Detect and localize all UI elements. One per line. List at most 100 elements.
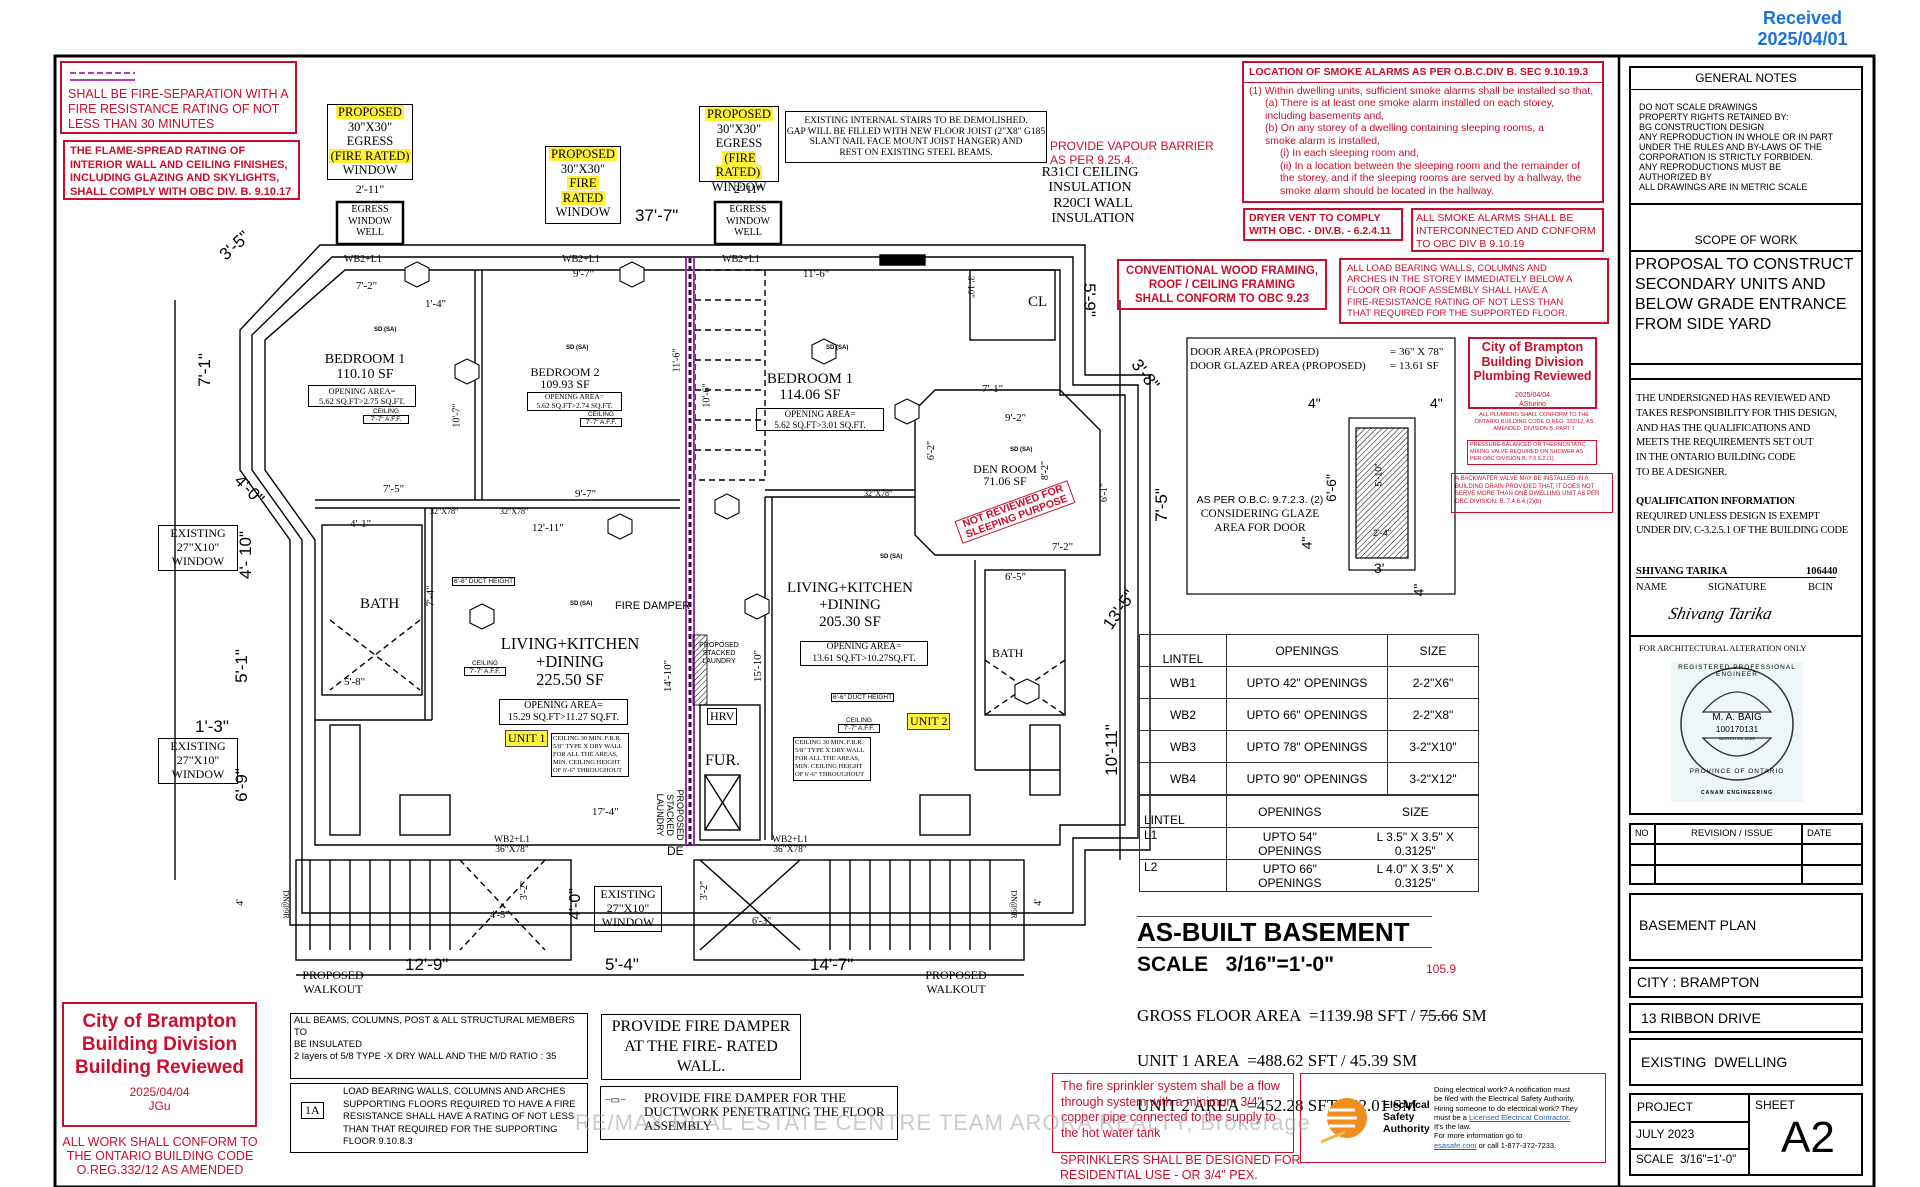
note-line: CEILING 30 MIN. F.R.R.: [795, 739, 864, 746]
name-label: NAME: [1636, 582, 1667, 593]
exterior-wall-inner: [251, 256, 1139, 914]
label-line: EXISTING: [600, 887, 656, 901]
note-line: ALL DRAWINGS ARE IN METRIC SCALE: [1639, 182, 1808, 192]
load-bearing-note: 1A LOAD BEARING WALLS, COLUMNS AND ARCHE…: [290, 1083, 588, 1153]
scope-text: PROPOSAL TO CONSTRUCT SECONDARY UNITS AN…: [1631, 252, 1861, 338]
smoke-detector-label: SD (SA): [570, 601, 593, 607]
opening-area-bedroom1-unit2: OPENING AREA= 5.62 SQ.FT>3.01 SQ.FT.: [756, 408, 884, 431]
stamp-date: 2025/04/04: [129, 1085, 190, 1099]
note-line: INCLUDING GLAZING AND SKYLIGHTS,: [70, 172, 280, 184]
room-name: DEN ROOM: [973, 462, 1037, 476]
dim-5-4: 5'-4": [605, 955, 639, 974]
den-walls: [914, 389, 1101, 556]
exterior-wall-outer: [239, 244, 1151, 926]
door-size-tag: 32"X78": [430, 507, 459, 516]
brand-line: Authority: [1383, 1123, 1430, 1135]
stamp-reviewer: JGu: [148, 1099, 171, 1113]
note-line: OF 6'-6" THROUGHOUT: [795, 771, 865, 778]
note-line: THAN THAT REQUIRED FOR THE SUPPORTING: [343, 1123, 558, 1135]
sheet-label: SHEET: [1755, 1098, 1796, 1112]
designer-name: SHIVANG TARIKA: [1636, 566, 1728, 577]
bath-u2: [984, 569, 1066, 716]
dryer-exhaust-label: DE: [667, 844, 684, 858]
note-line: AS PER O.B.C. 9.7.2.3. (2): [1196, 494, 1324, 506]
dim-7-1b: 7'-1": [982, 383, 1004, 395]
project-scale: SCALE 3/16"=1'-0": [1636, 1154, 1737, 1166]
note-line: ANY REPRODUCTIONS MUST BE: [1639, 162, 1782, 172]
note-line: SHALL COMPLY WITH OBC DIV. B. 9.10.17: [70, 185, 292, 198]
note-line: BG CONSTRUCTION DESIGN: [1639, 122, 1765, 132]
window-label: WINDOW: [711, 179, 767, 194]
received-date: 2025/04/01: [1757, 29, 1848, 49]
ceiling-frr-note-unit2: CEILING 30 MIN. F.R.R. 5/8" TYPE X DRY W…: [793, 737, 871, 781]
label-line: WALKOUT: [926, 982, 986, 996]
note-line: (ii) In a location between the sleeping …: [1280, 159, 1581, 172]
stamp-line: Building Division: [81, 1034, 238, 1055]
brand-line: Electrical: [1383, 1099, 1430, 1111]
dim-4-1: 4'-1": [350, 518, 372, 530]
dim-6-1: 6'-1": [1099, 482, 1111, 503]
interior-wall-line: [264, 269, 1126, 846]
ceiling-value: 7'-7" A.F.F.: [363, 415, 409, 424]
rev-header-date: DATE: [1807, 828, 1832, 839]
counter-u2: [1029, 724, 1061, 796]
qualification-title: QUALIFICATION INFORMATION: [1636, 495, 1795, 507]
room-bath-unit1: BATH: [360, 596, 400, 612]
seal-bottom-text: PROVINCE OF ONTARIO: [1689, 768, 1785, 775]
note-line: ASSEMBLY: [644, 1118, 713, 1133]
room-name: +DINING: [536, 652, 604, 671]
note-line: CONSIDERING GLAZE: [1200, 508, 1320, 520]
plan-walls: [174, 200, 1151, 976]
sheet-divider: [1748, 1095, 1750, 1174]
project-date: JULY 2023: [1636, 1127, 1695, 1141]
seal-top-text: REGISTERED PROFESSIONAL ENGINEER: [1678, 664, 1796, 678]
dim-7-2: 7'-2": [356, 280, 378, 292]
note-line: WALL.: [676, 1058, 726, 1075]
dim-overall-width: 37'-7": [635, 206, 679, 225]
dim-door-width: 3': [1374, 560, 1385, 576]
project-row-divider: [1631, 1148, 1748, 1150]
licensed-contractor-link[interactable]: Licensed Electrical Contractor.: [1469, 1112, 1571, 1122]
project-sheet-cell: PROJECT JULY 2023 SCALE 3/16"=1'-0" SHEE…: [1629, 1093, 1863, 1176]
scope-line: BELOW GRADE ENTRANCE: [1635, 296, 1847, 313]
esasafe-link[interactable]: esasafe.com: [1434, 1140, 1477, 1150]
door-glazed-label: DOOR GLAZED AREA (PROPOSED): [1190, 360, 1366, 372]
plan-scale: SCALE 3/16"=1'-0": [1137, 953, 1335, 976]
dim-5-1: 5'-1": [231, 649, 251, 683]
proposed-egress-window-2: PROPOSED 30"X30" EGRESS (FIRE RATED) WIN…: [699, 106, 779, 194]
unit1-tag: UNIT 1: [505, 730, 549, 747]
note-line: AT THE FIRE- RATED: [624, 1038, 778, 1055]
fire-rated-label: (FIRE RATED): [715, 150, 763, 179]
label-line: R31CI CEILING: [1041, 165, 1139, 180]
dim-door-bottom-left: 4": [1298, 536, 1315, 550]
designer-bcin: 106440: [1806, 566, 1838, 577]
window-label: WINDOW: [342, 163, 398, 177]
flame-spread-note: THE FLAME-SPREAD RATING OF INTERIOR WALL…: [63, 140, 300, 200]
note-line: TO BE A DESIGNER.: [1636, 466, 1727, 478]
proposed-label: PROPOSED: [336, 105, 404, 119]
esa-line: It's the law.: [1434, 1122, 1471, 1132]
note-line: INTERCONNECTED AND CONFORM: [1416, 225, 1596, 237]
label-line: WINDOW: [171, 767, 225, 781]
fire-damper-duct-note: −▭− PROVIDE FIRE DAMPER FOR THE DUCTWORK…: [600, 1086, 898, 1140]
dim-5-9: 5'-9": [1079, 283, 1099, 317]
lintel-tag: WB2+L1: [562, 254, 600, 265]
cell: UPTO 78" OPENINGS: [1226, 730, 1388, 763]
esa-line: be filed with the Electrical Safety Auth…: [1434, 1094, 1575, 1104]
unit2-area: UNIT 2 AREA =452.28 SFT / 42.01 SM: [1137, 1096, 1418, 1115]
closet: [969, 269, 1056, 341]
walkout-left: [295, 859, 572, 961]
ceiling-value: 7'-7" A.F.F.: [464, 667, 506, 676]
plan-title: AS-BUILT BASEMENT: [1137, 916, 1432, 948]
project-label: PROJECT: [1637, 1100, 1694, 1114]
dim-2-11: 2'-11": [355, 182, 385, 196]
vapour-barrier-note: PROVIDE VAPOUR BARRIER AS PER 9.25.4.: [1050, 139, 1214, 167]
room-area: 205.30 SF: [819, 614, 881, 630]
dim-12-9: 12'-9": [405, 955, 449, 974]
seal-date: MARCH 25, 2025: [1719, 736, 1755, 741]
door-area-spec: DOOR AREA (PROPOSED)= 36" X 78" DOOR GLA…: [1190, 345, 1443, 373]
cell: L1: [1139, 827, 1227, 860]
